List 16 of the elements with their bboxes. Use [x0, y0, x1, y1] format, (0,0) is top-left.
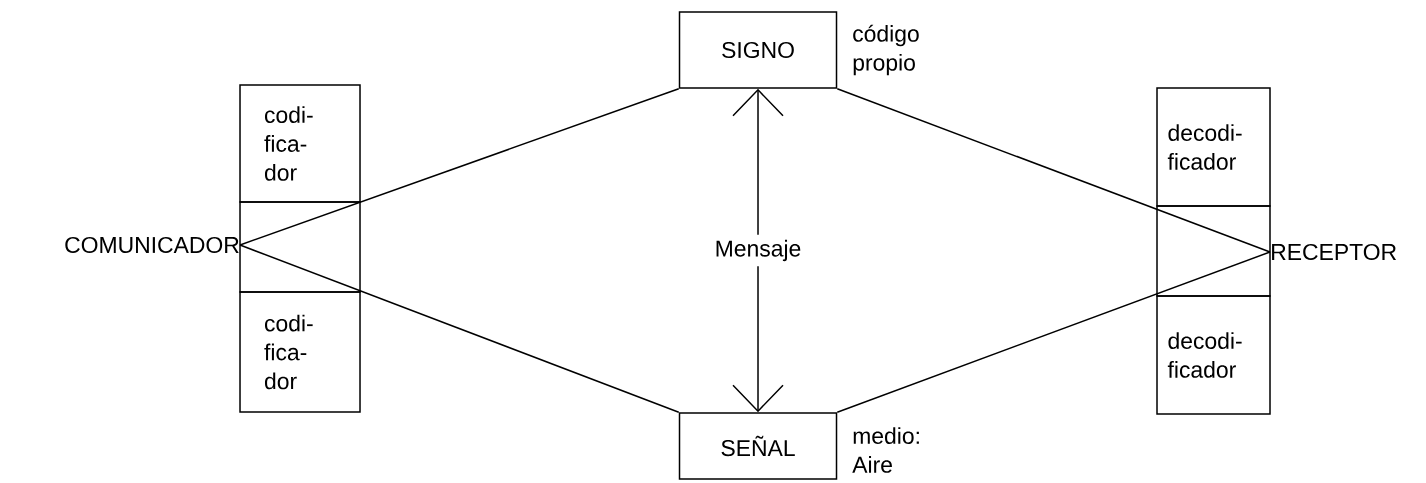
- connector-line: [239, 244, 680, 413]
- side-note: medio: Aire: [852, 427, 919, 473]
- connector-line: [239, 88, 680, 246]
- receiver-label: RECEPTOR: [1272, 243, 1397, 261]
- signal-box: SEÑAL: [678, 412, 838, 480]
- encoder-box: codi- fica- dor: [239, 291, 361, 413]
- decoder-box: decodi- ficador: [1156, 87, 1271, 207]
- edge-label: Mensaje: [709, 234, 807, 267]
- connector-line: [836, 251, 1271, 413]
- side-note: código propio: [853, 24, 919, 76]
- double-arrow: [732, 88, 784, 413]
- connector-line: [836, 88, 1271, 253]
- decoder-box: decodi- ficador: [1156, 295, 1271, 415]
- encoder-box: codi- fica- dor: [239, 84, 361, 203]
- sender-label: COMUNICADOR: [65, 236, 239, 254]
- signal-box: SIGNO: [678, 11, 838, 89]
